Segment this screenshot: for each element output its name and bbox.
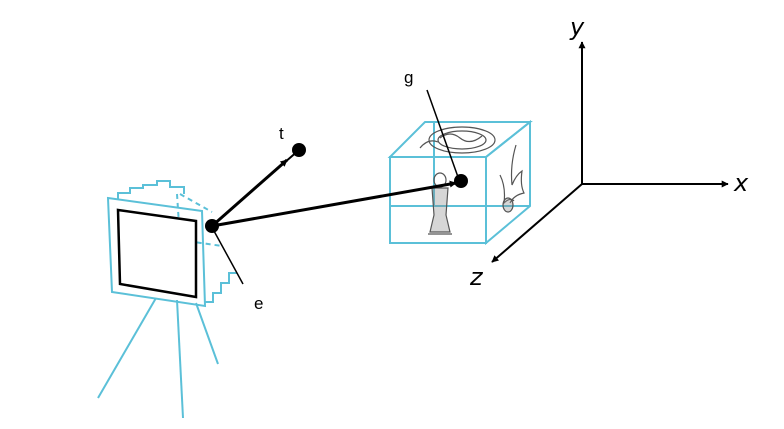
label-g: g xyxy=(404,68,413,87)
statue-art-icon xyxy=(428,172,452,235)
camera-bellows-top xyxy=(117,180,185,199)
world-axes xyxy=(491,41,729,263)
point-e xyxy=(205,219,219,233)
camera-screen xyxy=(116,208,198,299)
leader-g xyxy=(426,89,459,178)
leader-e xyxy=(213,230,244,285)
up-vector xyxy=(211,158,288,228)
cube-right-face xyxy=(485,119,531,246)
cube-icon xyxy=(387,119,533,246)
axis-label-x: x xyxy=(733,169,749,197)
label-t: t xyxy=(279,124,284,143)
axis-label-y: y xyxy=(569,13,585,41)
look-at-vector xyxy=(211,180,457,228)
cube-artwork xyxy=(419,126,525,235)
point-t xyxy=(292,143,306,157)
axis-label-z: z xyxy=(469,263,484,291)
point-g xyxy=(454,174,468,188)
tripod-leg-left xyxy=(97,297,157,399)
label-e: e xyxy=(254,294,263,313)
tripod-leg-center xyxy=(176,299,184,419)
z-axis xyxy=(491,183,583,263)
medallion-art-icon xyxy=(428,126,496,154)
camera-bellows-bottom xyxy=(205,272,237,303)
winged-figure-art-icon xyxy=(499,144,525,213)
tripod-leg-right xyxy=(195,302,219,365)
